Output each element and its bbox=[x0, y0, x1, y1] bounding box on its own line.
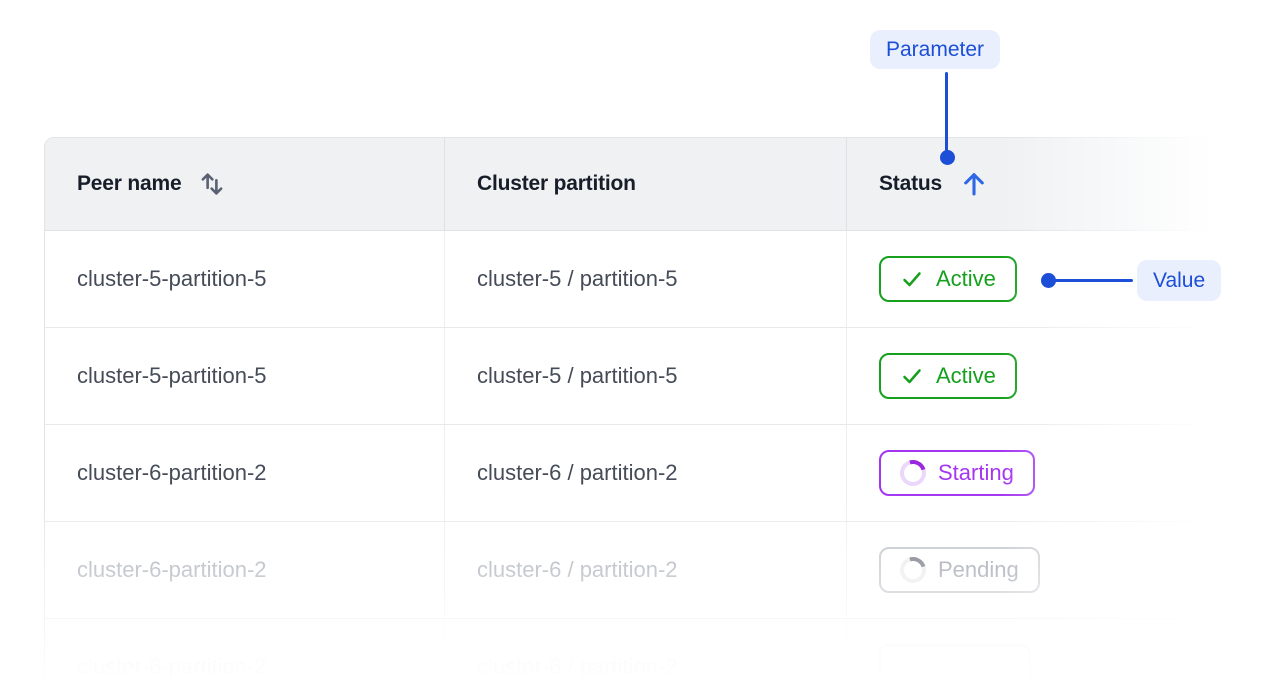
cluster-partition-cell: cluster-6 / partition-2 bbox=[445, 522, 847, 618]
parameter-callout: Parameter bbox=[870, 30, 1001, 69]
column-header-label: Peer name bbox=[77, 172, 182, 195]
value-callout: Value bbox=[1137, 260, 1222, 301]
table-header-row: Peer name Cluster partition Status bbox=[45, 138, 1272, 231]
status-cell: Active bbox=[847, 328, 1272, 424]
spinner-icon bbox=[895, 455, 931, 491]
parameter-connector-dot bbox=[940, 150, 955, 165]
status-cell bbox=[847, 619, 1272, 688]
peers-table: Peer name Cluster partition Status bbox=[44, 137, 1272, 688]
table-row: cluster-5-partition-5 cluster-5 / partit… bbox=[45, 328, 1272, 425]
check-icon bbox=[900, 267, 924, 291]
status-badge-label: Pending bbox=[938, 557, 1019, 582]
peer-name-cell: cluster-5-partition-5 bbox=[45, 231, 445, 327]
status-cell: Starting bbox=[847, 425, 1272, 521]
column-header-peer-name[interactable]: Peer name bbox=[45, 138, 445, 230]
peer-name-cell: cluster-6-partition-2 bbox=[45, 425, 445, 521]
arrow-up-icon bbox=[958, 168, 990, 200]
status-badge: Active bbox=[879, 256, 1017, 302]
sort-arrows-icon bbox=[197, 169, 227, 199]
peer-name-cell: cluster-6-partition-2 bbox=[45, 619, 445, 688]
status-badge: Active bbox=[879, 353, 1017, 399]
status-badge: Pending bbox=[879, 547, 1040, 593]
peer-name-cell: cluster-5-partition-5 bbox=[45, 328, 445, 424]
peer-name-cell: cluster-6-partition-2 bbox=[45, 522, 445, 618]
cluster-partition-cell: cluster-5 / partition-5 bbox=[445, 231, 847, 327]
status-badge: Starting bbox=[879, 450, 1035, 496]
column-header-status[interactable]: Status bbox=[847, 138, 1272, 230]
column-header-label: Cluster partition bbox=[477, 172, 636, 195]
status-badge bbox=[879, 644, 1031, 688]
table-row: cluster-6-partition-2 cluster-6 / partit… bbox=[45, 522, 1272, 619]
column-header-cluster-partition[interactable]: Cluster partition bbox=[445, 138, 847, 230]
spinner-icon bbox=[895, 552, 931, 588]
check-icon bbox=[900, 364, 924, 388]
status-badge-label: Active bbox=[936, 363, 996, 388]
status-cell: Pending bbox=[847, 522, 1272, 618]
status-badge-label: Starting bbox=[938, 460, 1014, 485]
cluster-partition-cell: cluster-5 / partition-5 bbox=[445, 328, 847, 424]
parameter-callout-label: Parameter bbox=[886, 37, 985, 61]
parameter-connector-line bbox=[945, 72, 948, 152]
cluster-partition-cell: cluster-6 / partition-2 bbox=[445, 619, 847, 688]
column-header-label: Status bbox=[879, 172, 942, 195]
cluster-partition-cell: cluster-6 / partition-2 bbox=[445, 425, 847, 521]
value-callout-label: Value bbox=[1153, 268, 1206, 292]
status-badge-label: Active bbox=[936, 266, 996, 291]
value-connector-dot bbox=[1041, 273, 1056, 288]
table-row: cluster-6-partition-2 cluster-6 / partit… bbox=[45, 425, 1272, 522]
table-row: cluster-6-partition-2 cluster-6 / partit… bbox=[45, 619, 1272, 688]
value-connector-line bbox=[1053, 279, 1133, 282]
